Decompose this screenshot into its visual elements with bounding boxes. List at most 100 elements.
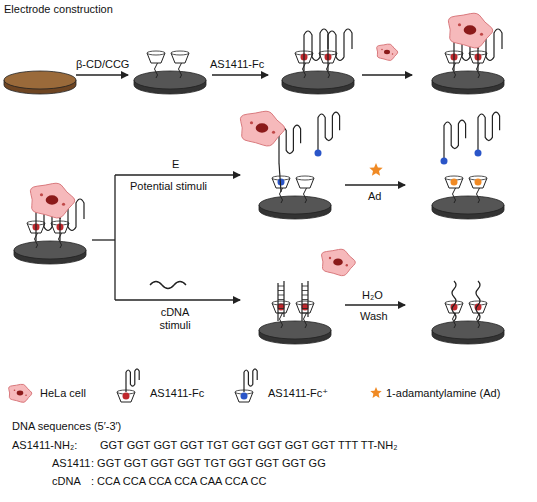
- base-pair: [302, 295, 308, 296]
- electrode-surface: [432, 71, 504, 89]
- ferrocenium-dot: [441, 158, 448, 165]
- branch-line: [92, 239, 115, 240]
- guest-dot: [241, 393, 248, 400]
- aptamer-strand: [318, 112, 340, 150]
- organelle: [14, 389, 16, 391]
- organelle: [392, 53, 394, 55]
- organelle: [381, 49, 383, 51]
- cup-rim: [147, 51, 165, 55]
- electrode-surface: [432, 321, 504, 339]
- organelle: [480, 33, 483, 36]
- text-label: DNA sequences (5′-3′): [12, 420, 121, 433]
- process-arrow: [115, 299, 240, 300]
- base-pair: [302, 304, 308, 305]
- process-arrow: [362, 74, 412, 75]
- electrode-surface: [259, 196, 331, 214]
- process-arrow: [212, 74, 268, 75]
- base-pair: [278, 299, 284, 300]
- aptamer-strand: [126, 369, 139, 392]
- cdna-wave: [150, 282, 186, 289]
- aptamer-strand: [279, 163, 281, 192]
- dna-strand: [301, 283, 302, 321]
- ferrocenium-dot: [475, 150, 482, 157]
- base-pair: [278, 295, 284, 296]
- legend-text: AS1411-Fc⁺: [268, 387, 328, 400]
- organelle: [250, 121, 253, 124]
- adamantylamine-star: [370, 387, 381, 398]
- text-label: Electrode construction: [4, 3, 113, 16]
- text-label: : GGT GGT GGT GGT TGT GGT GGT GGT GG: [91, 457, 326, 470]
- hela-cell: [9, 384, 32, 402]
- text-label: AS1411: [52, 457, 90, 470]
- electrode-surface: [259, 321, 331, 339]
- aptamer-strand: [328, 29, 352, 71]
- hela-cell: [30, 183, 74, 218]
- base-pair: [278, 290, 284, 291]
- dna-strand: [277, 283, 278, 321]
- text-label: GGT GGT GGT GGT TGT GGT GGT GGT GGT TTT …: [100, 439, 397, 452]
- legend-text: 1-adamantylamine (Ad): [386, 387, 500, 400]
- cell-nucleus: [17, 391, 24, 396]
- hela-cell: [322, 249, 356, 275]
- electrode-surface: [282, 71, 354, 89]
- aptamer-strand: [304, 29, 328, 71]
- base-pair: [278, 308, 284, 309]
- legend-text: HeLa cell: [40, 387, 86, 400]
- guest-dot: [475, 179, 482, 186]
- aptamer-strand: [478, 112, 500, 150]
- legend-text: AS1411-Fc: [150, 387, 204, 400]
- organelle: [346, 264, 348, 266]
- cell-nucleus: [464, 25, 477, 34]
- process-arrow: [345, 304, 405, 305]
- text-label: cDNA stimuli: [152, 306, 198, 332]
- base-pair: [302, 299, 308, 300]
- branch-line: [114, 175, 115, 300]
- single-strand: [476, 281, 480, 321]
- aptamer-strand: [244, 369, 257, 392]
- guest-dot: [451, 179, 458, 186]
- aptamer-strand: [444, 120, 466, 158]
- process-arrow: [115, 174, 240, 175]
- hela-cell: [448, 13, 492, 48]
- organelle: [272, 131, 275, 134]
- organelle: [62, 203, 65, 206]
- cell-nucleus: [46, 195, 59, 204]
- cup-rim: [171, 51, 189, 55]
- base-pair: [278, 286, 284, 287]
- base-pair: [278, 304, 284, 305]
- text-label: AS1411-Fc: [210, 58, 264, 71]
- cell-nucleus: [256, 123, 269, 132]
- text-label: cDNA: [52, 475, 81, 488]
- text-label: Wash: [360, 310, 388, 323]
- organelle: [329, 257, 331, 259]
- text-label: AS1411-NH₂:: [12, 439, 77, 452]
- text-label: Potential stimuli: [130, 180, 207, 193]
- cell-nucleus: [384, 50, 390, 55]
- cup-rim: [272, 301, 290, 305]
- hela-cell: [377, 44, 398, 61]
- electrode-surface: [14, 241, 86, 259]
- organelle: [458, 23, 461, 26]
- electrode-surface: [134, 71, 206, 89]
- text-label: β-CD/CCG: [76, 58, 129, 71]
- cup-rim: [296, 176, 314, 180]
- base-pair: [302, 290, 308, 291]
- single-strand: [452, 281, 456, 321]
- text-label: H₂O: [362, 289, 383, 302]
- base-pair: [278, 313, 284, 314]
- text-label: Ad: [368, 190, 381, 203]
- process-arrow: [76, 74, 128, 75]
- base-pair: [302, 286, 308, 287]
- electrode-surface: [4, 71, 76, 89]
- electrode-surface: [432, 196, 504, 214]
- organelle: [40, 193, 43, 196]
- organelle: [25, 394, 27, 396]
- hela-cell: [240, 111, 284, 146]
- text-label: E: [172, 158, 179, 171]
- cell-nucleus: [333, 258, 343, 265]
- text-label: : CCA CCA CCA CCA CAA CCA CC: [91, 475, 266, 488]
- cup-rim: [296, 301, 314, 305]
- guest-dot: [123, 393, 130, 400]
- ferrocenium-dot: [315, 150, 322, 157]
- process-arrow: [345, 184, 405, 185]
